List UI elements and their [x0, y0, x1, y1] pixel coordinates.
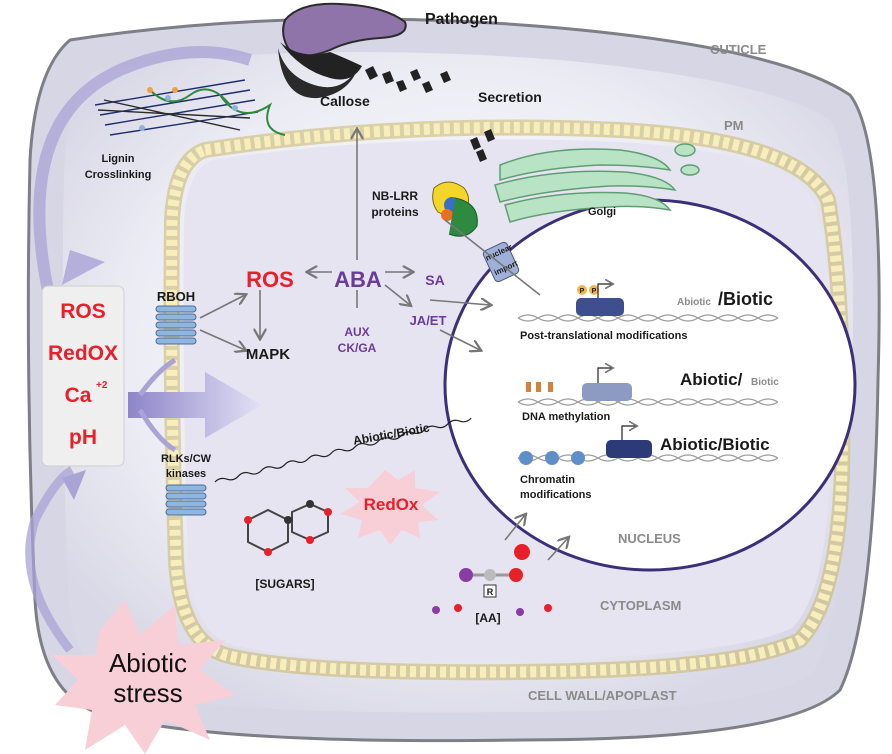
signal-redox: RedOX — [48, 342, 118, 365]
chromatin-label-1: Chromatin — [520, 474, 575, 486]
lignin-network — [94, 79, 286, 136]
sa-node: SA — [425, 272, 444, 288]
methylation-gene-block — [526, 368, 632, 401]
sugar-molecule — [244, 500, 332, 556]
cuticle-label: CUTICLE — [710, 42, 767, 57]
ptm-gene-block: P P — [576, 284, 624, 316]
nb-lrr-label-1: NB-LRR — [372, 189, 418, 203]
signal-branch-up — [137, 357, 177, 397]
chromatin-abiotic-biotic: Abiotic/Biotic — [660, 435, 770, 454]
signal-arrows — [199, 130, 568, 561]
ptm-label: Post-translational modifications — [520, 330, 687, 342]
phospho-p-1: P — [580, 288, 585, 295]
dna-helix — [517, 314, 779, 462]
signal-branch-down — [137, 408, 177, 453]
aux-node: AUX — [344, 325, 369, 339]
ros-node: ROS — [246, 267, 294, 292]
abiotic-stress-label-1: Abiotic — [109, 648, 187, 678]
chromatin-label-2: modifications — [520, 489, 592, 501]
redox-burst — [340, 470, 440, 545]
cytoplasm-label: CYTOPLASM — [600, 598, 681, 613]
methylation-biotic-small: Biotic — [751, 377, 779, 388]
aa-r-group: R — [487, 587, 494, 597]
stress-arrowhead-bottom — [62, 470, 86, 500]
rlks-label-1: RLKs/CW — [161, 453, 212, 465]
nucleus-label: NUCLEUS — [618, 531, 681, 546]
pathogen-blob — [280, 2, 407, 80]
signal-calcium: Ca — [65, 384, 92, 407]
nb-lrr-protein — [432, 181, 478, 237]
rlk-channel — [165, 484, 207, 516]
lignin-label-2: Crosslinking — [85, 169, 152, 181]
ja-et-node: JA/ET — [410, 313, 447, 328]
redox-label: RedOx — [364, 495, 419, 514]
rboh-channel — [155, 305, 197, 345]
rlks-label-2: kinases — [166, 468, 206, 480]
ptm-biotic-large: /Biotic — [718, 289, 773, 309]
mapk-node: MAPK — [246, 346, 290, 363]
abiotic-stress-label-2: stress — [113, 678, 182, 708]
lignin-label-1: Lignin — [102, 153, 135, 165]
stress-arrowhead-top — [62, 250, 105, 285]
phospho-p-2: P — [592, 288, 597, 295]
aba-node: ABA — [334, 267, 382, 292]
abiotic-stress-burst — [52, 600, 235, 754]
calcium-charge: +2 — [96, 380, 108, 391]
methylation-abiotic-large: Abiotic/ — [680, 370, 743, 389]
methylation-label: DNA methylation — [522, 411, 610, 423]
rboh-label: RBOH — [157, 289, 195, 304]
stress-to-box-arrow — [25, 466, 75, 653]
golgi-stack — [494, 143, 700, 223]
sugars-label: [SUGARS] — [255, 577, 314, 591]
aa-label: [AA] — [475, 611, 500, 625]
pathogen-label: Pathogen — [425, 11, 498, 28]
signal-big-arrow — [128, 372, 262, 438]
nb-lrr-label-2: proteins — [371, 205, 419, 219]
stress-to-wall-arrow — [33, 46, 252, 302]
golgi-label: Golgi — [588, 206, 616, 218]
callose-deposit — [278, 48, 495, 162]
signals-box — [41, 285, 125, 467]
secretion-label: Secretion — [478, 89, 542, 105]
ptm-abiotic-small: Abiotic — [677, 297, 711, 308]
amino-acid-molecule: R — [432, 544, 552, 616]
signal-ros: ROS — [60, 300, 106, 323]
signal-ph: pH — [69, 426, 97, 449]
chromatin-gene-block — [519, 426, 652, 465]
cell-wall-label: CELL WALL/APOPLAST — [528, 688, 677, 703]
ck-ga-node: CK/GA — [338, 341, 377, 355]
plasma-membrane-beads — [166, 122, 848, 678]
callose-label: Callose — [320, 93, 370, 109]
pm-label: PM — [724, 118, 744, 133]
